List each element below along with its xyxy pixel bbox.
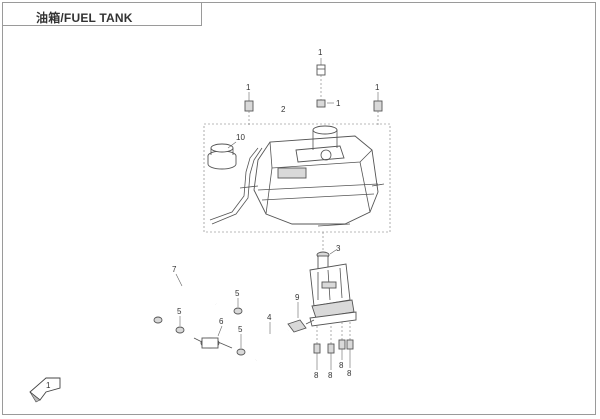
callout-6: 6 <box>219 317 224 326</box>
direction-marker-label: 1 <box>46 381 51 390</box>
hose-clamp-vent[interactable] <box>153 316 163 324</box>
callout-5-lower: 5 <box>238 325 243 334</box>
bolt-8-4[interactable] <box>346 322 354 350</box>
breather-hose[interactable] <box>209 147 259 221</box>
bolt-top[interactable] <box>316 58 326 76</box>
fuel-fitting[interactable] <box>287 302 315 333</box>
hose-clamp-upper[interactable] <box>233 298 243 315</box>
fuel-tank[interactable] <box>239 125 385 227</box>
bolt-8-2[interactable] <box>327 326 335 354</box>
callout-8-1: 8 <box>314 371 319 380</box>
bolt-mid[interactable] <box>316 99 334 108</box>
hose-clamp-lower[interactable] <box>236 334 246 356</box>
callout-1-mid: 1 <box>336 99 341 108</box>
callout-1-left: 1 <box>246 83 251 92</box>
hose-clamp-middle[interactable] <box>175 316 185 334</box>
callout-5-upper: 5 <box>235 289 240 298</box>
callout-7: 7 <box>172 265 177 274</box>
callout-5-middle: 5 <box>177 307 182 316</box>
callout-9: 9 <box>295 293 300 302</box>
callout-1-right: 1 <box>375 83 380 92</box>
callout-1-top: 1 <box>318 48 323 57</box>
callout-3: 3 <box>336 244 341 253</box>
callout-8-3: 8 <box>339 361 344 370</box>
page-title: 油箱/FUEL TANK <box>36 11 133 25</box>
bolt-right[interactable] <box>373 92 383 126</box>
fuel-pump[interactable] <box>309 249 357 327</box>
bolt-left[interactable] <box>244 92 254 126</box>
callout-2: 2 <box>281 105 286 114</box>
diagram-frame <box>2 2 596 415</box>
title-box: 油箱/FUEL TANK <box>2 2 202 26</box>
callout-8-4: 8 <box>347 369 352 378</box>
bolt-8-3[interactable] <box>338 322 346 350</box>
fuel-filter[interactable] <box>193 325 233 349</box>
callout-10: 10 <box>236 133 245 142</box>
callout-4: 4 <box>267 313 272 322</box>
bolt-8-1[interactable] <box>313 326 321 354</box>
front-direction-arrow-icon: 1 <box>29 377 61 403</box>
tank-assembly-group-box <box>203 123 391 233</box>
callout-8-2: 8 <box>328 371 333 380</box>
fuel-cap[interactable] <box>207 141 237 170</box>
